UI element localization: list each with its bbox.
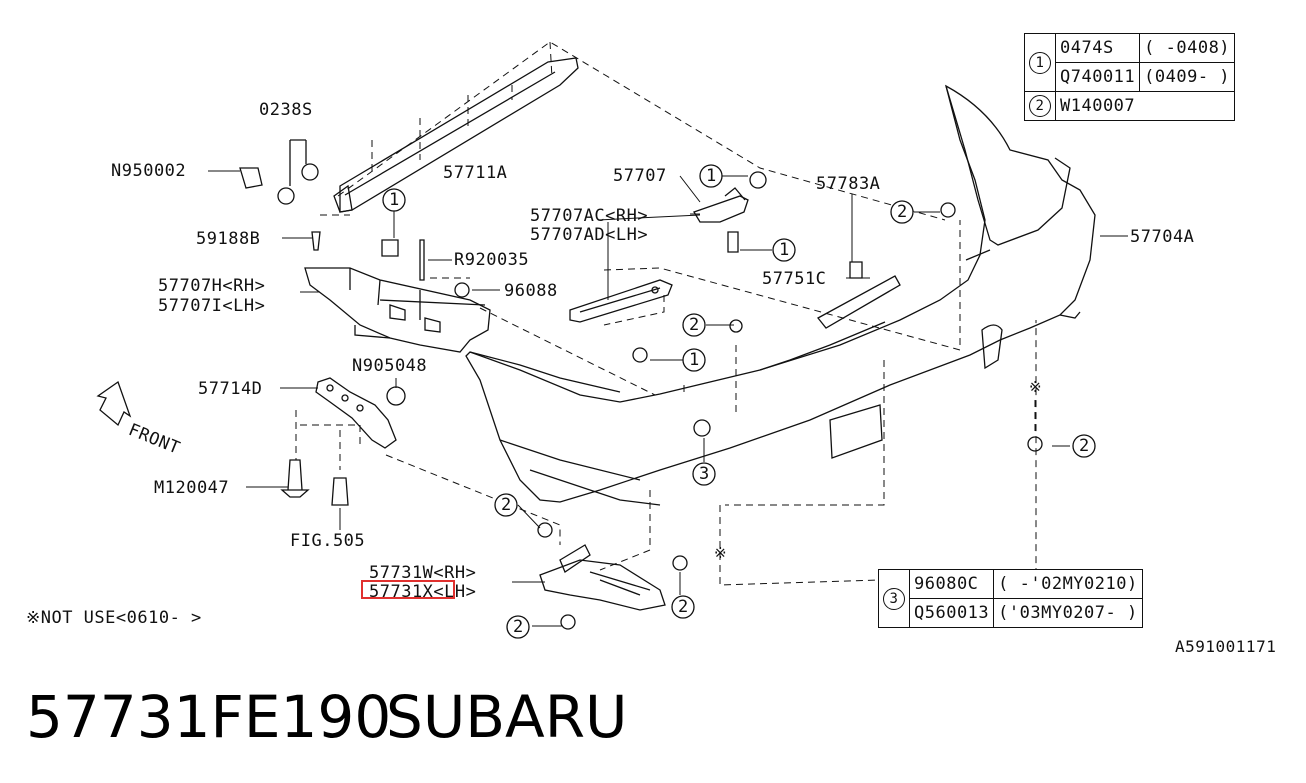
callout-0238s[interactable]: 0238S [259, 100, 313, 120]
ref-number-2: 2 [1029, 95, 1051, 117]
callout-n950002[interactable]: N950002 [111, 161, 187, 181]
callout-57707ac[interactable]: 57707AC<RH> [530, 206, 649, 226]
table-row: 1 0474S ( -0408) [1024, 33, 1236, 92]
callout-r920035[interactable]: R920035 [454, 250, 530, 270]
table-row: 2 W140007 [1024, 91, 1236, 121]
ref-number-2: 2 [678, 597, 689, 617]
ref-number-2: 2 [897, 202, 908, 222]
ref-number-1: 1 [389, 190, 400, 210]
callout-57731w[interactable]: 57731W<RH> [369, 563, 477, 583]
ref-number-1: 1 [706, 166, 717, 186]
table-row: 3 96080C ( -'02MY0210) [878, 569, 1143, 628]
dashed-guide-lines [295, 41, 1037, 586]
callout-57707[interactable]: 57707 [613, 166, 667, 186]
ref-number-2: 2 [513, 617, 524, 637]
callout-57707h[interactable]: 57707H<RH> [158, 276, 266, 296]
callout-57783a[interactable]: 57783A [816, 174, 881, 194]
not-use-mark: ※ [1029, 378, 1043, 396]
part-cell[interactable]: Q740011 [1054, 62, 1141, 92]
footer-brand: SUBARU [386, 683, 628, 751]
callout-59188b[interactable]: 59188B [196, 229, 261, 249]
callout-57707ad[interactable]: 57707AD<LH> [530, 225, 649, 245]
table-row: Q560013 ('03MY0207- ) [879, 598, 1143, 628]
part-cell[interactable]: 96080C [908, 569, 995, 599]
callout-fig505[interactable]: FIG.505 [290, 531, 366, 551]
part-cell[interactable]: W140007 [1054, 91, 1236, 121]
range-cell: (0409- ) [1139, 62, 1236, 92]
ref-table-1: 1 0474S ( -0408) Q740011 (0409- ) 2 W140… [1024, 33, 1236, 121]
not-use-note: ※NOT USE<0610- > [26, 608, 202, 628]
range-cell: ( -0408) [1139, 33, 1236, 63]
diagram-ref-code: A591001171 [1175, 637, 1277, 656]
ref-number-1: 1 [1029, 51, 1051, 74]
callout-n905048[interactable]: N905048 [352, 356, 428, 376]
footer-part-number: 57731FE190 [26, 683, 392, 751]
not-use-mark: ※ [714, 544, 728, 562]
ref-number-3: 3 [699, 464, 710, 484]
range-cell: ('03MY0207- ) [993, 598, 1143, 628]
ref-number-2: 2 [689, 315, 700, 335]
front-arrow-icon [96, 380, 132, 427]
ref-number-1: 1 [689, 350, 700, 370]
part-cell[interactable]: Q560013 [908, 598, 995, 628]
ref-number-3: 3 [883, 587, 905, 610]
callout-m120047[interactable]: M120047 [154, 478, 230, 498]
range-cell: ( -'02MY0210) [993, 569, 1143, 599]
ref-number-1: 1 [779, 240, 790, 260]
callout-57714d[interactable]: 57714D [198, 379, 263, 399]
ref-number-2: 2 [501, 495, 512, 515]
ref-cell: 3 [878, 569, 910, 628]
callout-96088[interactable]: 96088 [504, 281, 558, 301]
callout-57704a[interactable]: 57704A [1130, 227, 1195, 247]
callout-57707i[interactable]: 57707I<LH> [158, 296, 266, 316]
ref-circles [382, 164, 1096, 639]
ref-cell: 1 [1024, 33, 1056, 92]
table-row: Q740011 (0409- ) [1025, 62, 1236, 92]
ref-cell: 2 [1024, 91, 1056, 121]
ref-number-2: 2 [1079, 436, 1090, 456]
ref-table-3: 3 96080C ( -'02MY0210) Q560013 ('03MY020… [878, 569, 1143, 628]
part-cell[interactable]: 0474S [1054, 33, 1141, 63]
callout-57711a[interactable]: 57711A [443, 163, 508, 183]
leader-lines [208, 170, 1128, 627]
selected-part-highlight [361, 580, 455, 599]
callout-57751c[interactable]: 57751C [762, 269, 827, 289]
